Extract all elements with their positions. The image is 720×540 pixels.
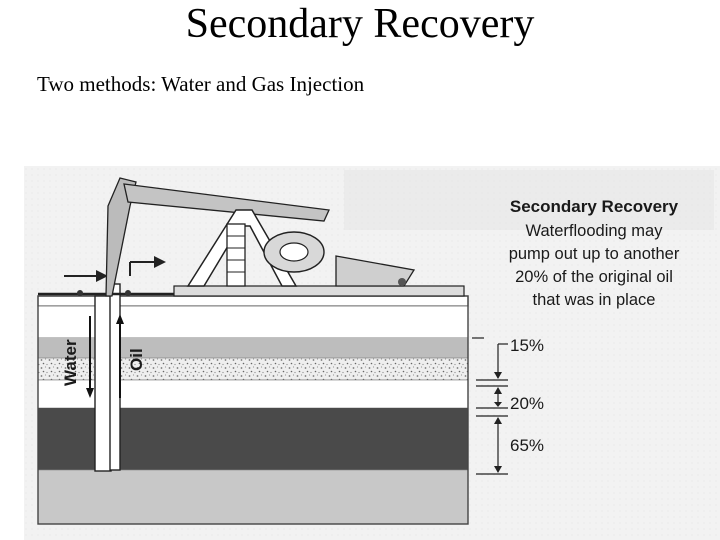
motor-pulley bbox=[398, 278, 406, 286]
samson-post bbox=[186, 209, 298, 287]
valve bbox=[125, 290, 131, 296]
zone-label-65: 65% bbox=[510, 436, 544, 455]
dimension-arrowhead bbox=[494, 417, 502, 424]
crank bbox=[279, 242, 309, 262]
valve bbox=[77, 290, 83, 296]
bleed-through-smudge bbox=[344, 170, 714, 230]
outlet-arrowhead bbox=[154, 256, 166, 268]
caption-line: Waterflooding may bbox=[526, 222, 664, 240]
caption-line: that was in place bbox=[533, 291, 656, 309]
bottom-layer bbox=[37, 469, 469, 525]
dimension-arrowhead bbox=[494, 466, 502, 473]
dimension-arrowhead bbox=[494, 372, 502, 379]
dimension-arrowhead bbox=[494, 402, 502, 407]
water-arrowhead bbox=[86, 388, 94, 398]
horse-head bbox=[105, 177, 137, 297]
diagram-caption-title: Secondary Recovery bbox=[510, 197, 679, 216]
ladder bbox=[226, 223, 246, 287]
zone-label-20: 20% bbox=[510, 394, 544, 413]
dimension-arrowhead bbox=[494, 387, 502, 394]
injection-well bbox=[94, 295, 112, 472]
rock-layer-grey bbox=[38, 338, 468, 358]
slide-title: Secondary Recovery bbox=[185, 1, 535, 47]
slide-subtitle: Two methods: Water and Gas Injection bbox=[37, 72, 365, 96]
motor-housing bbox=[335, 255, 416, 287]
recovery-diagram: Water Oil Secondary Recovery Waterfloodi… bbox=[24, 166, 720, 540]
oil-well-label: Oil bbox=[127, 348, 146, 371]
pump-jack-base bbox=[173, 285, 465, 297]
production-well bbox=[109, 283, 121, 471]
caption-line: pump out up to another bbox=[509, 245, 680, 263]
oil-arrowhead bbox=[116, 314, 124, 324]
water-well-label: Water bbox=[61, 339, 80, 386]
inlet-arrowhead bbox=[96, 270, 108, 282]
walking-beam bbox=[123, 183, 330, 222]
caption-line: 20% of the original oil bbox=[515, 268, 673, 286]
zone-label-15: 15% bbox=[510, 336, 544, 355]
